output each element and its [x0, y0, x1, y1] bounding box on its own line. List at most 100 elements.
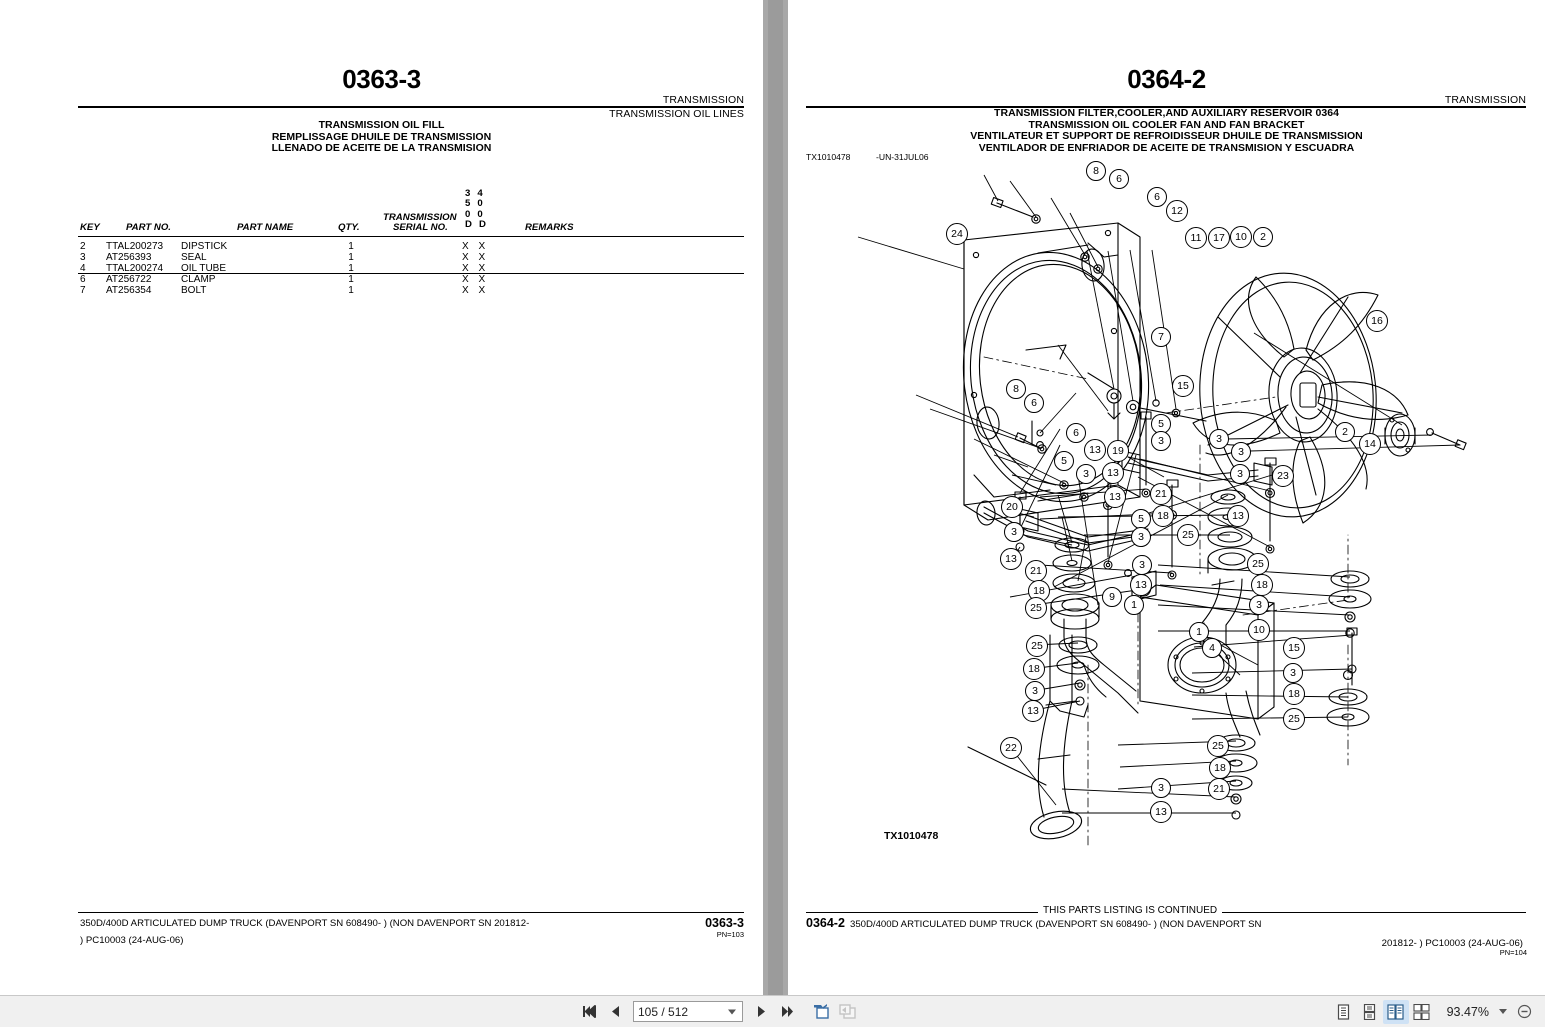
continuous-scroll-view-button[interactable]	[1357, 1000, 1383, 1024]
callout-bubble: 18	[1251, 574, 1273, 596]
table-row[interactable]: 7 AT256354 BOLT 1 X X	[0, 285, 763, 296]
two-page-view-button[interactable]	[1382, 999, 1409, 1024]
continued-label: THIS PARTS LISTING IS CONTINUED	[1038, 905, 1223, 916]
table-row[interactable]: 2 TTAL200273 DIPSTICK 1 X X	[0, 241, 763, 252]
callout-bubble: 13	[1130, 574, 1152, 596]
callout-bubble: 18	[1152, 505, 1174, 527]
cell-part-no: AT256722	[106, 274, 152, 285]
column-header-part-name: PART NAME	[237, 222, 294, 233]
callout-bubble: 1	[1124, 595, 1144, 615]
callout-bubble: 23	[1272, 465, 1294, 487]
zoom-out-button[interactable]	[1511, 1000, 1537, 1024]
callout-bubble: 3	[1131, 527, 1151, 547]
cell-part-name: OIL TUBE	[181, 263, 227, 274]
callout-bubble: 24	[946, 223, 968, 245]
footer-page-number-right: 0364-2	[806, 916, 845, 930]
column-header-serial-line1: TRANSMISSION	[383, 212, 457, 223]
footer-model-line-2-right: 201812- ) PC10003 (24-AUG-06)	[1381, 938, 1523, 949]
table-group-rule	[78, 273, 744, 274]
callout-bubble: 6	[1024, 393, 1044, 413]
callout-bubble: 16	[1366, 310, 1388, 332]
column-header-serial-line2: SERIAL NO.	[393, 222, 448, 233]
callout-bubble: 25	[1026, 635, 1048, 657]
cell-model-flags: X X	[462, 252, 489, 263]
cell-part-name: DIPSTICK	[181, 241, 228, 252]
figure-reference-top: TX1010478	[806, 152, 851, 162]
two-page-continuous-view-button[interactable]	[1409, 1000, 1435, 1024]
table-row[interactable]: 6 AT256722 CLAMP 1 X X	[0, 274, 763, 285]
cell-model-flags: X X	[462, 274, 489, 285]
callout-bubble: 6	[1147, 187, 1167, 207]
callout-bubble: 25	[1025, 597, 1047, 619]
chevron-down-icon[interactable]	[728, 1009, 736, 1014]
callout-bubble: 2	[1335, 422, 1355, 442]
callout-bubble: 13	[1104, 486, 1126, 508]
last-page-button[interactable]	[774, 1000, 800, 1024]
figure-title-line-en: TRANSMISSION OIL FILL	[318, 119, 445, 131]
page-gutter-shadow	[768, 0, 783, 995]
header-subsection-label-left: TRANSMISSION OIL LINES	[609, 108, 744, 120]
callout-bubble: 22	[1000, 737, 1022, 759]
open-attachment-button[interactable]	[808, 1000, 834, 1024]
figure-reference-bottom: TX1010478	[884, 830, 939, 842]
figure-title-line-es: VENTILADOR DE ENFRIADOR DE ACEITE DE TRA…	[978, 141, 1355, 154]
callout-bubble: 3	[1004, 522, 1024, 542]
callout-bubble: 25	[1177, 524, 1199, 546]
zoom-dropdown-chevron-icon[interactable]	[1499, 1009, 1507, 1014]
cell-model-flags: X X	[462, 241, 489, 252]
callout-bubble: 13	[1000, 548, 1022, 570]
first-page-button[interactable]	[576, 1000, 602, 1024]
header-section-label-right: TRANSMISSION	[1444, 94, 1526, 106]
model-code-column-header: 3 4 5 0 0 0 D D	[465, 188, 489, 231]
cell-part-name: SEAL	[181, 252, 207, 263]
cell-key: 4	[80, 263, 86, 274]
table-row[interactable]: 4 TTAL200274 OIL TUBE 1 X X	[0, 263, 763, 274]
callout-bubble: 15	[1172, 375, 1194, 397]
cell-part-name: CLAMP	[181, 274, 216, 285]
callout-bubble: 13	[1150, 801, 1172, 823]
cell-qty: 1	[348, 274, 354, 285]
page-number-input[interactable]: 105 / 512	[633, 1001, 743, 1022]
export-view-button[interactable]	[834, 1000, 860, 1024]
footer-page-number-left: 0363-3	[705, 916, 744, 930]
next-page-button[interactable]	[748, 1000, 774, 1024]
callout-bubble: 3	[1151, 778, 1171, 798]
single-page-view-button[interactable]	[1331, 1000, 1357, 1024]
callout-bubble: 5	[1131, 509, 1151, 529]
callout-bubble: 25	[1247, 553, 1269, 575]
cell-key: 7	[80, 285, 86, 296]
cell-key: 2	[80, 241, 86, 252]
callout-bubble: 3	[1025, 681, 1045, 701]
callout-bubble: 6	[1109, 169, 1129, 189]
figure-title-section: TRANSMISSION FILTER,COOLER,AND AUXILIARY…	[993, 107, 1340, 119]
callout-bubble: 10	[1230, 226, 1252, 248]
callout-bubble: 3	[1076, 464, 1096, 484]
callout-bubble: 18	[1283, 683, 1305, 705]
column-header-part-no: PART NO.	[126, 222, 171, 233]
callout-bubble: 15	[1283, 637, 1305, 659]
cell-qty: 1	[348, 285, 354, 296]
callout-bubble: 18	[1023, 658, 1045, 680]
callout-bubble: 5	[1151, 414, 1171, 434]
callout-bubble: 8	[1086, 161, 1106, 181]
page-right: 0364-2 TRANSMISSION TRANSMISSION FILTER,…	[788, 0, 1545, 995]
page-number-heading-right: 0364-2	[1127, 64, 1206, 94]
figure-title-line-es: LLENADO DE ACEITE DE LA TRANSMISION	[271, 142, 492, 155]
callout-bubble: 17	[1208, 227, 1230, 249]
callout-bubble: 9	[1102, 587, 1122, 607]
cell-model-flags: X X	[462, 285, 489, 296]
callout-bubble: 6	[1066, 423, 1086, 443]
callout-bubble: 19	[1107, 440, 1129, 462]
callout-bubble: 13	[1227, 505, 1249, 527]
page-number-heading-left: 0363-3	[342, 64, 421, 94]
callout-bubble: 3	[1230, 464, 1250, 484]
figure-date-top: -UN-31JUL06	[876, 152, 929, 162]
previous-page-button[interactable]	[602, 1000, 628, 1024]
callout-bubble: 2	[1253, 227, 1273, 247]
callout-bubble: 3	[1132, 555, 1152, 575]
footer-model-line-2: ) PC10003 (24-AUG-06)	[80, 935, 184, 946]
table-row[interactable]: 3 AT256393 SEAL 1 X X	[0, 252, 763, 263]
cell-key: 3	[80, 252, 86, 263]
figure-title-right: TRANSMISSION FILTER,COOLER,AND AUXILIARY…	[788, 107, 1545, 154]
